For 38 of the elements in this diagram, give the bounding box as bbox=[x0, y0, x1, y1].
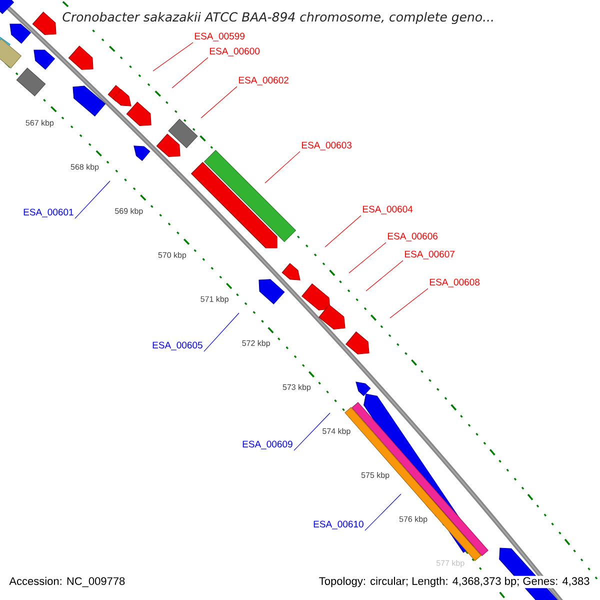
tick-label: 573 kbp bbox=[282, 384, 311, 392]
gene-label: ESA_00600 bbox=[210, 48, 260, 56]
leader-line bbox=[172, 57, 208, 88]
footer-text: Accession: NC_009778 bbox=[8, 576, 126, 588]
gene-label: ESA_00608 bbox=[430, 278, 480, 288]
gene-label: ESA_00602 bbox=[238, 76, 288, 86]
footer-text: Topology: circular; Length: 4,368,373 bp; Genes: 4,383 bbox=[318, 576, 591, 588]
leader-line bbox=[366, 260, 404, 292]
leader-line bbox=[364, 494, 402, 531]
gene-label: ESA_00604 bbox=[362, 206, 413, 214]
leader-line bbox=[152, 42, 194, 72]
title: Cronobacter sakazakii ATCC BAA-894 chromosome, complete geno... bbox=[61, 10, 496, 26]
tick-label: 574 kbp bbox=[322, 428, 350, 436]
gene-label: ESA_00607 bbox=[405, 250, 454, 260]
leader-line bbox=[264, 151, 300, 184]
tick-label: 570 kbp bbox=[158, 252, 186, 260]
leader-line bbox=[74, 180, 110, 219]
gene-label: ESA_00605 bbox=[152, 342, 202, 350]
tick-label: 567 kbp bbox=[26, 120, 54, 128]
leader-line bbox=[390, 288, 428, 318]
leader-line bbox=[200, 86, 238, 118]
leader-line bbox=[324, 215, 362, 248]
tick-label: 576 kbp bbox=[399, 516, 428, 524]
tick-label: 568 kbp bbox=[70, 164, 99, 172]
gene-label: ESA_00603 bbox=[302, 142, 352, 150]
leader-line bbox=[204, 312, 240, 352]
leader-line bbox=[348, 242, 386, 274]
gene-label: ESA_00609 bbox=[242, 440, 292, 450]
tick-label: 577 kbp bbox=[436, 560, 464, 568]
leader-line bbox=[294, 412, 330, 451]
gene-label: ESA_00599 bbox=[194, 32, 244, 42]
gene-label: ESA_00606 bbox=[388, 232, 438, 242]
tick-label: 572 kbp bbox=[242, 340, 270, 348]
tick-label: 575 kbp bbox=[361, 472, 390, 480]
gene-label: ESA_00601 bbox=[24, 208, 74, 218]
gene-label: ESA_00610 bbox=[314, 520, 364, 530]
tick-label: 571 kbp bbox=[200, 296, 228, 304]
tick-label: 569 kbp bbox=[115, 208, 143, 216]
